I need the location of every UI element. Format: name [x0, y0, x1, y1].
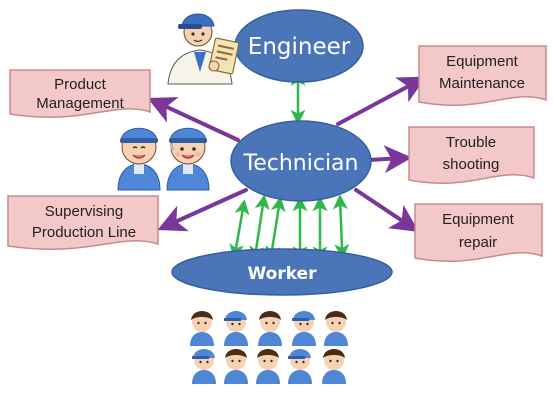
doc-trouble-shooting: Trouble shooting [408, 126, 535, 184]
arrow-to-equipment-maintenance [336, 76, 427, 126]
worker-figure [258, 311, 282, 346]
worker-figure [324, 311, 348, 346]
arrow-worker-technician-6 [332, 194, 350, 260]
equipment-maintenance-line2: Maintenance [439, 75, 525, 92]
worker-figure [190, 311, 214, 346]
arrow-to-equipment-repair [354, 188, 419, 232]
equipment-repair-line1: Equipment [442, 211, 515, 228]
worker-figure [322, 349, 346, 384]
node-technician: Technician [230, 120, 372, 202]
doc-product-management: Product Management [9, 69, 151, 118]
doc-equipment-maintenance: Equipment Maintenance [418, 45, 547, 106]
doc-supervising: Supervising Production Line [7, 195, 159, 250]
arrow-worker-technician-1 [229, 199, 250, 260]
equipment-maintenance-line1: Equipment [446, 53, 519, 70]
arrow-to-product-management [147, 97, 240, 142]
worker-label: Worker [248, 264, 318, 284]
supervising-line1: Supervising [45, 203, 123, 220]
worker-figure [224, 311, 248, 346]
supervising-line2: Production Line [32, 224, 136, 241]
technician-pair-icon [117, 127, 210, 191]
arrow-to-supervising [157, 188, 248, 232]
worker-figure [224, 349, 248, 384]
technician-label: Technician [243, 151, 359, 176]
engineer-with-clipboard-icon [167, 13, 240, 85]
product-management-line2: Management [36, 95, 124, 112]
green-arrows [229, 70, 350, 262]
worker-figure [256, 349, 280, 384]
worker-group-icon [190, 311, 348, 384]
technician-right [166, 127, 210, 191]
equipment-repair-line2: repair [459, 234, 497, 251]
worker-figure [292, 311, 316, 346]
node-engineer: Engineer [234, 9, 364, 83]
arrow-worker-technician-3 [265, 196, 286, 262]
worker-figure [192, 349, 216, 384]
trouble-shooting-line2: shooting [443, 156, 500, 173]
product-management-line1: Product [54, 76, 107, 93]
engineer-label: Engineer [248, 34, 351, 60]
worker-figure [288, 349, 312, 384]
technician-left [117, 127, 161, 191]
doc-equipment-repair: Equipment repair [414, 203, 543, 262]
node-worker: Worker [171, 248, 393, 296]
arrow-worker-technician-2 [249, 194, 270, 262]
trouble-shooting-line1: Trouble [446, 134, 496, 151]
purple-arrows [147, 76, 427, 232]
arrow-to-trouble-shooting [366, 145, 413, 174]
